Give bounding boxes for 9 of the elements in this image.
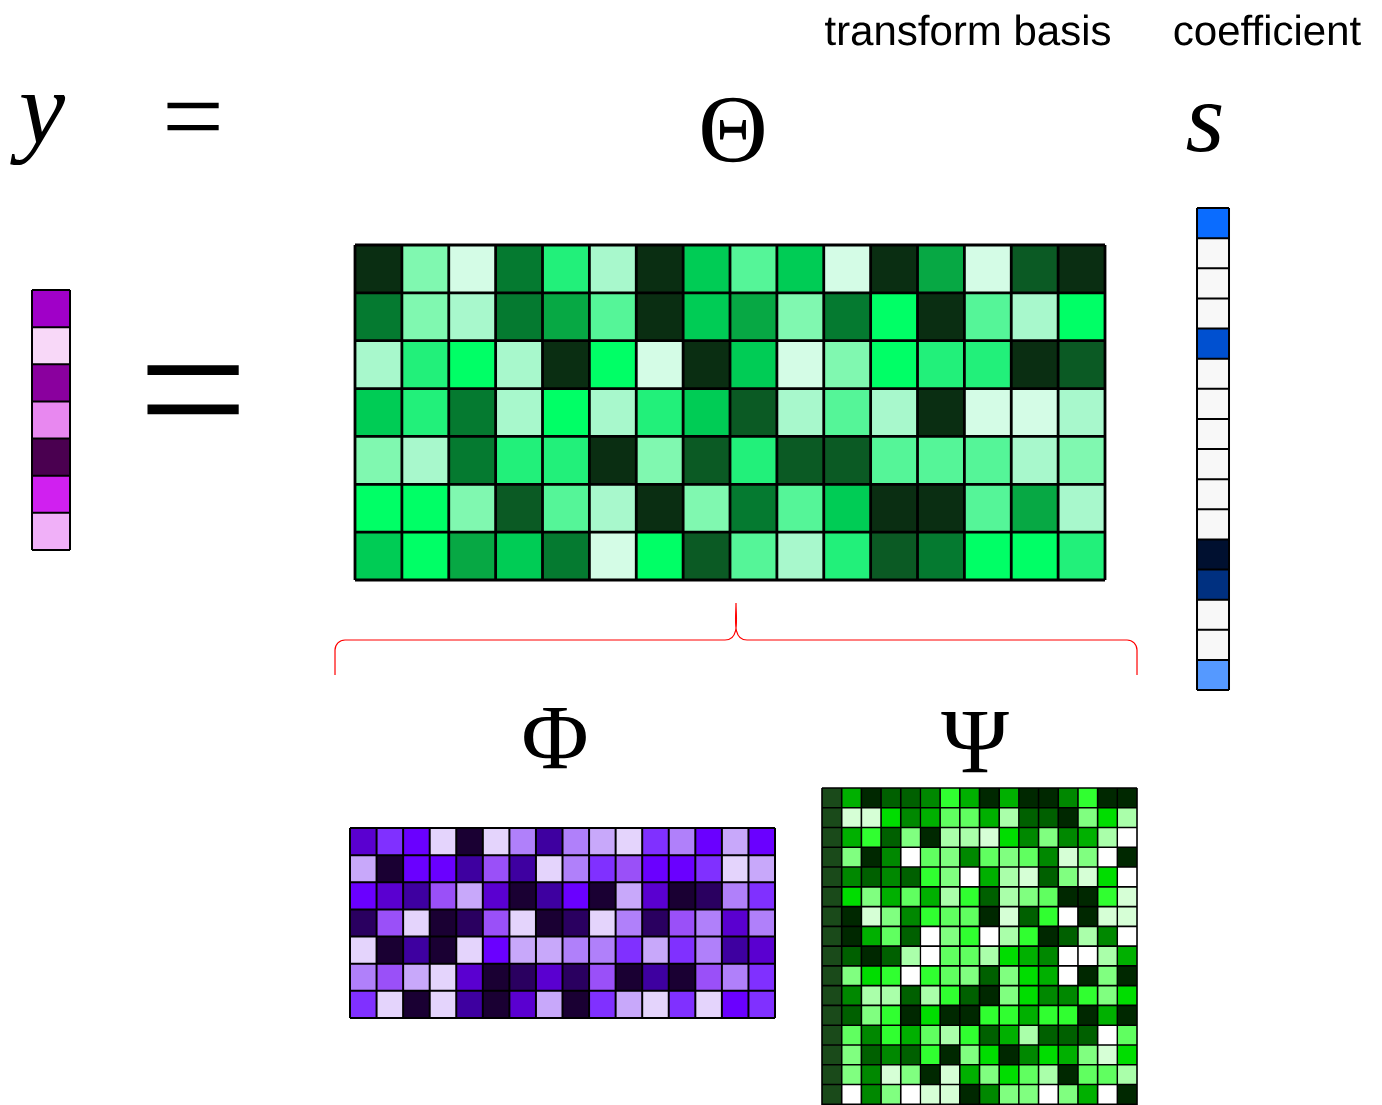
math-symbol: =: [147, 365, 239, 415]
math-symbol: =: [167, 102, 219, 131]
caption-text: transform basis: [825, 14, 1110, 46]
math-symbol: Θ: [702, 97, 764, 163]
caption-text: coefficient: [1174, 14, 1361, 46]
math-symbol: Ψ: [941, 711, 1009, 773]
math-symbol: Φ: [524, 707, 586, 769]
math-symbol: s: [1186, 103, 1222, 153]
math-symbol: y: [10, 94, 66, 166]
